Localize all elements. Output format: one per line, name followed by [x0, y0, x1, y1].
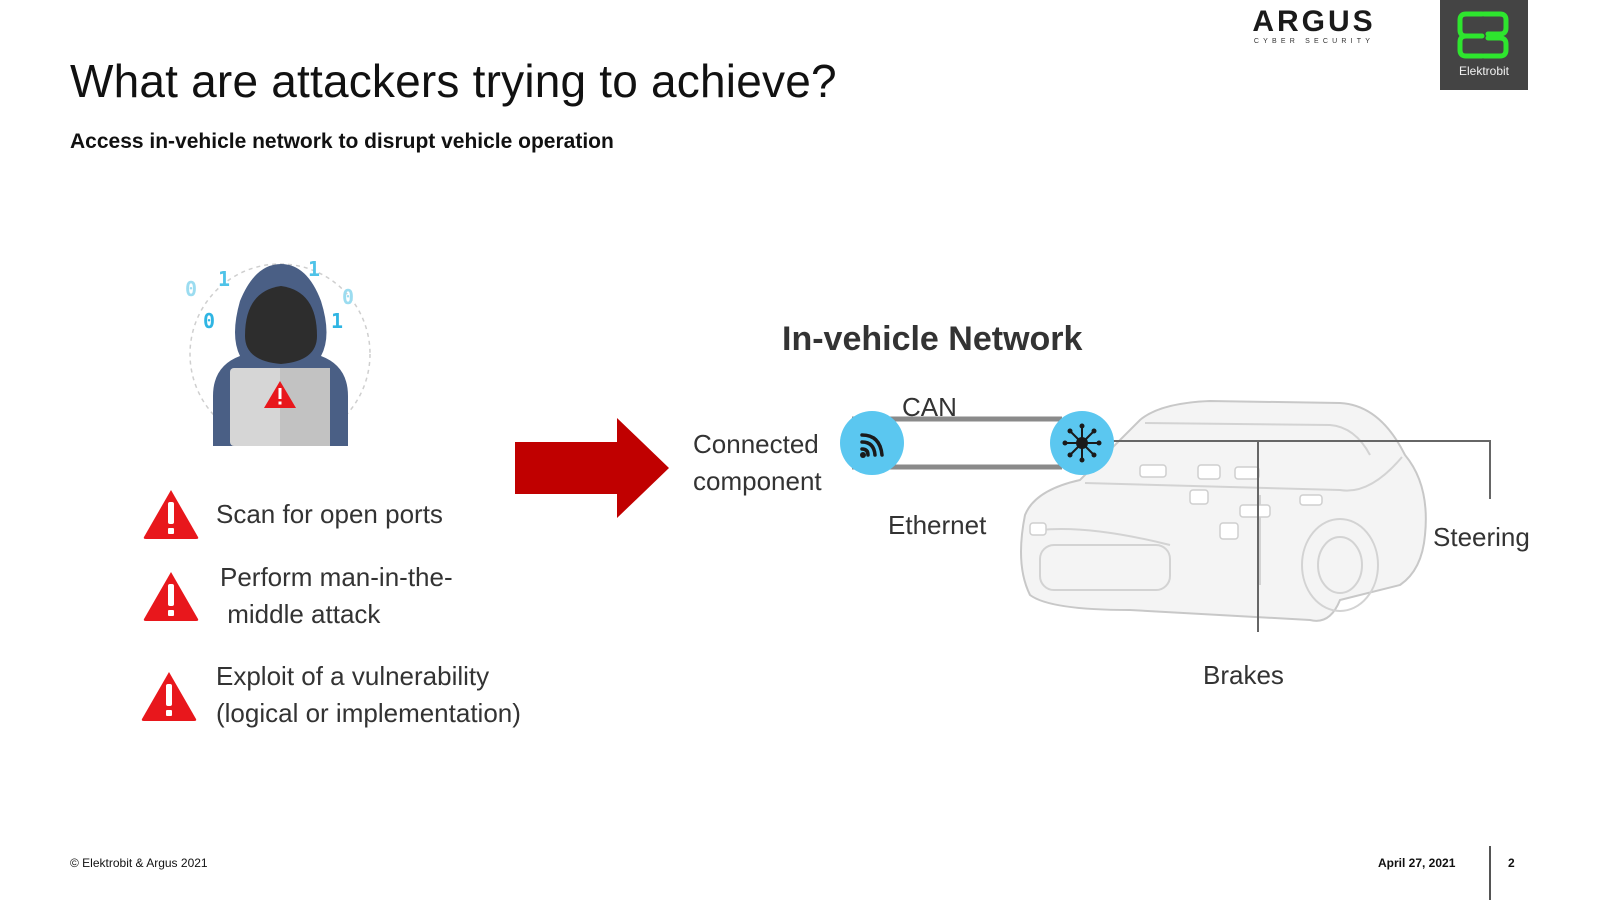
warning-icon — [143, 490, 199, 539]
attack-item-label: middle attack — [220, 599, 381, 629]
attack-item-label: (logical or implementation) — [216, 698, 521, 728]
attack-item-label: Perform man-in-the- — [220, 562, 453, 592]
elektrobit-logo: Elektrobit — [1440, 0, 1528, 90]
car-illustration — [1020, 399, 1427, 622]
brakes-connector — [1112, 440, 1259, 632]
footer-divider — [1489, 846, 1491, 900]
attack-item-label: Exploit of a vulnerability — [216, 661, 490, 691]
warning-icon — [141, 672, 197, 721]
brakes-label: Brakes — [1203, 660, 1284, 690]
attack-item-exploit: Exploit of a vulnerability (logical or i… — [216, 658, 521, 732]
connected-component-node — [840, 411, 904, 475]
steering-connector — [1112, 440, 1491, 499]
connected-component-line: component — [693, 466, 822, 496]
wifi-icon — [860, 433, 884, 458]
argus-logo: ARGUS CYBER SECURITY — [1243, 6, 1385, 46]
right-arrow-icon — [515, 418, 669, 518]
footer-copyright: © Elektrobit & Argus 2021 — [70, 856, 208, 870]
page-number: 2 — [1508, 856, 1515, 870]
network-hub-node — [1050, 411, 1114, 475]
footer-date: April 27, 2021 — [1378, 856, 1456, 870]
network-title: In-vehicle Network — [782, 320, 1083, 358]
binary-digit: 0 — [342, 285, 354, 309]
argus-logo-tagline: CYBER SECURITY — [1253, 38, 1375, 45]
binary-digit: 1 — [218, 267, 230, 291]
binary-digit: 0 — [185, 277, 197, 301]
attack-item-label: Scan for open ports — [216, 499, 443, 529]
steering-label: Steering — [1433, 522, 1530, 552]
warning-icon — [143, 572, 199, 621]
connected-component-line: Connected — [693, 429, 819, 459]
binary-digit: 1 — [331, 309, 343, 333]
attack-item-scan-ports: Scan for open ports — [216, 496, 443, 533]
ethernet-label: Ethernet — [888, 510, 987, 540]
connected-component-label: Connected component — [693, 426, 822, 500]
slide-subtitle: Access in-vehicle network to disrupt veh… — [70, 130, 614, 153]
binary-digit: 0 — [203, 309, 215, 333]
binary-digit: 1 — [308, 257, 320, 281]
slide-title: What are attackers trying to achieve? — [70, 55, 837, 107]
can-label: CAN — [902, 392, 957, 422]
eb-logo-mark — [1457, 11, 1509, 59]
eb-logo-name: Elektrobit — [1458, 64, 1510, 78]
hooded-hacker-icon: 0 1 1 0 0 1 — [185, 257, 371, 446]
attack-item-mitm: Perform man-in-the- middle attack — [220, 559, 453, 633]
network-hub-icon — [1062, 423, 1102, 463]
argus-logo-name: ARGUS — [1252, 5, 1376, 38]
